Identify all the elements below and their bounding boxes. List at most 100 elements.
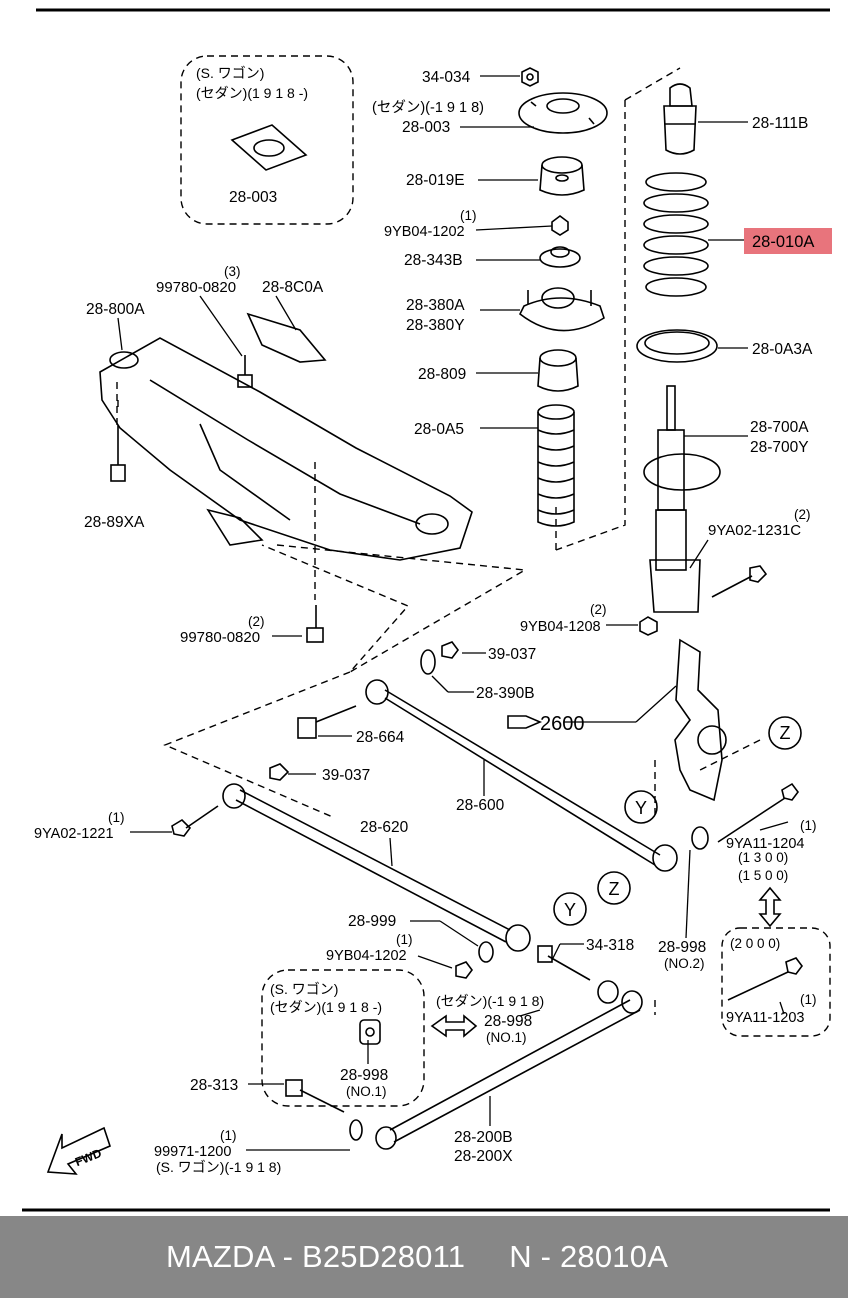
bolt-99780-0820-upper: [237, 355, 253, 388]
callout-label: 99780-0820: [180, 629, 260, 646]
callout-label: 99971-1200: [154, 1144, 231, 1160]
callout-label: (1): [396, 932, 413, 947]
callout-label: 28-700A: [750, 419, 809, 436]
leader-lines: [117, 75, 789, 1151]
callout-label: 28-8C0A: [262, 279, 324, 296]
nut-39-037-lower: [269, 763, 290, 781]
callout-label: (2 0 0 0): [730, 936, 780, 951]
callout-label: (1): [800, 992, 817, 1007]
washer-28-390B: [420, 649, 436, 675]
bolt-99780-0820-lower: [306, 605, 324, 643]
bolt-28-664: [297, 705, 357, 739]
bump-rubber-28-111B: [663, 83, 697, 155]
callout-label: 2600: [540, 713, 585, 735]
callout-label: 34-318: [586, 937, 634, 954]
bolt-28-89XA: [110, 425, 126, 482]
nut-9YB04-1202-lower: [455, 961, 473, 979]
callout-label: 28-010A: [752, 233, 814, 251]
callout-label: 28-700Y: [750, 439, 809, 456]
callout-label: (1): [800, 818, 817, 833]
callout-label: 28-998: [484, 1013, 532, 1030]
callout-label: 34-034: [422, 69, 471, 86]
callout-label: (NO.2): [664, 956, 705, 971]
nut-34-034: [521, 67, 539, 87]
ref-circle-z: [768, 716, 802, 750]
fwd-arrow-icon: [46, 1126, 111, 1175]
ref-circle-z: [597, 871, 631, 905]
callout-label: Z: [609, 879, 620, 899]
callout-label: 28-200B: [454, 1129, 513, 1146]
bushing-28-998-no2: [691, 826, 709, 850]
washer-28-999: [478, 941, 494, 963]
callout-label: 9YA11-1204: [726, 836, 804, 852]
bolt-34-318: [537, 945, 591, 981]
coil-spring-28-010A: [643, 172, 709, 297]
highlight-box: [744, 228, 832, 254]
callout-label: 28-003: [402, 119, 450, 136]
lateral-link-28-600: [365, 679, 678, 872]
callout-label: 28-111B: [752, 115, 808, 132]
callout-label: 28-998: [340, 1067, 388, 1084]
callout-label: 9YA02-1231C: [708, 522, 801, 539]
callout-label: (2): [794, 507, 811, 522]
callout-label: (NO.1): [346, 1084, 387, 1099]
callout-label: 39-037: [322, 767, 370, 784]
bolt-9YA02-1231C: [711, 565, 768, 598]
callout-label: 28-800A: [86, 301, 145, 318]
nut-9YB04-1208: [639, 616, 658, 636]
callout-label: 99780-0820: [156, 279, 236, 296]
callout-label: (3): [224, 264, 241, 279]
ref-circle-y: [553, 892, 587, 926]
diagram-canvas: (S. ワゴン) (セダン)(1 9 1 8 -) 28-003 34-034 (セダン…: [22, 8, 832, 1212]
mount-plate-28-003: [518, 92, 608, 134]
callout-label: (セダン)(1 9 1 8 -): [270, 999, 382, 1015]
callout-label: Y: [564, 900, 576, 920]
guide-line: [699, 739, 761, 771]
nut-39-037-upper: [441, 641, 459, 659]
bracket-28-998-wagon: [359, 1019, 381, 1045]
callout-label: (S. ワゴン): [196, 65, 264, 81]
callout-label: Y: [635, 798, 647, 818]
callout-label: FWD: [73, 1146, 104, 1169]
callout-label: 9YA11-1203: [726, 1010, 804, 1026]
callout-label: 28-019E: [406, 172, 465, 189]
ref-circle-y: [624, 790, 658, 824]
callout-label: 28-0A3A: [752, 341, 813, 358]
footer-part-info: MAZDA - B25D28011 N - 28010A: [166, 1239, 669, 1274]
wagon-option-box-lower: [261, 969, 425, 1107]
callout-label: (2): [248, 614, 265, 629]
wagon-option-box: [180, 55, 354, 225]
callout-label: (NO.1): [486, 1030, 527, 1045]
double-arrow-icon: [758, 886, 782, 928]
bump-stopper-28-809: [537, 349, 579, 392]
callout-label: 9YB04-1202: [384, 224, 465, 240]
callout-label: 28-380A: [406, 297, 465, 314]
guide-line: [261, 544, 528, 673]
bolt-9YA11-1203: [727, 957, 803, 1001]
callout-label: (S. ワゴン)(-1 9 1 8): [156, 1159, 281, 1175]
callout-label: 28-390B: [476, 685, 535, 702]
knuckle-2600: [674, 638, 727, 802]
shock-absorber-28-700A: [643, 385, 721, 613]
callout-label: 39-037: [488, 646, 536, 663]
callout-label: (セダン)(1 9 1 8 -): [196, 85, 308, 101]
washer-99971-1200: [349, 1119, 363, 1141]
dust-boot-28-0A5: [537, 404, 575, 527]
guide-line: [624, 67, 681, 101]
callout-label: 28-89XA: [84, 514, 145, 531]
callout-label: (1): [108, 810, 125, 825]
double-arrow-icon: [430, 1014, 478, 1038]
footer-bar: MAZDA - B25D28011 N - 28010A: [0, 1216, 848, 1298]
callout-label: 28-664: [356, 729, 405, 746]
callout-label: 28-003: [229, 189, 277, 206]
callout-label: 28-343B: [404, 252, 463, 269]
callout-label: (セダン)(-1 9 1 8): [436, 993, 544, 1009]
callout-label: (1): [220, 1128, 237, 1143]
callout-label: 28-600: [456, 797, 505, 814]
pointing-hand-icon: [507, 715, 543, 729]
bolt-2000-option-box: [721, 927, 831, 1037]
bolt-9YA02-1221: [171, 805, 219, 837]
lateral-link-28-620: [222, 783, 531, 952]
callout-label: 28-998: [658, 939, 706, 956]
strut-mount-28-380A: [518, 287, 605, 332]
